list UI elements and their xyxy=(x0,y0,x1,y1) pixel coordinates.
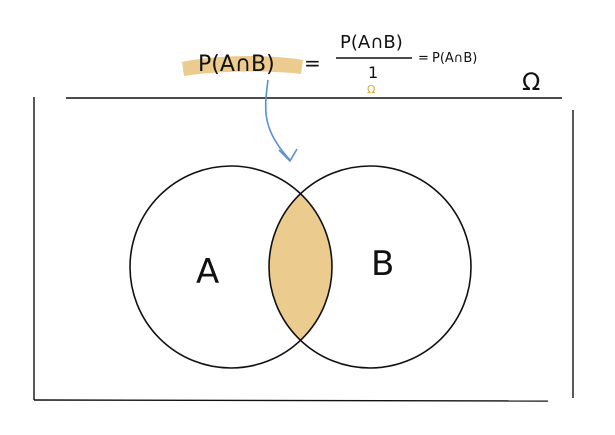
set-a-label: A xyxy=(196,252,219,292)
formula-lhs: P(A∩B) xyxy=(198,52,275,77)
formula-denominator: 1 xyxy=(368,63,378,82)
formula-result: P(A∩B) xyxy=(432,51,477,66)
set-a-circle xyxy=(129,165,333,369)
universe-bottom-line xyxy=(33,399,549,402)
formula-numerator: P(A∩B) xyxy=(340,32,403,53)
set-b-circle xyxy=(268,165,472,369)
pointer-arrow xyxy=(264,79,291,161)
formula-result-equals: = xyxy=(418,51,429,66)
intersection-highlight xyxy=(269,166,332,368)
arrow-head-icon xyxy=(278,148,298,163)
formula-denominator-note: Ω xyxy=(367,83,375,96)
universe-label: Ω xyxy=(522,68,540,96)
set-b-label: B xyxy=(371,244,394,284)
formula-equals: = xyxy=(304,51,321,75)
formula-highlight xyxy=(182,56,303,76)
